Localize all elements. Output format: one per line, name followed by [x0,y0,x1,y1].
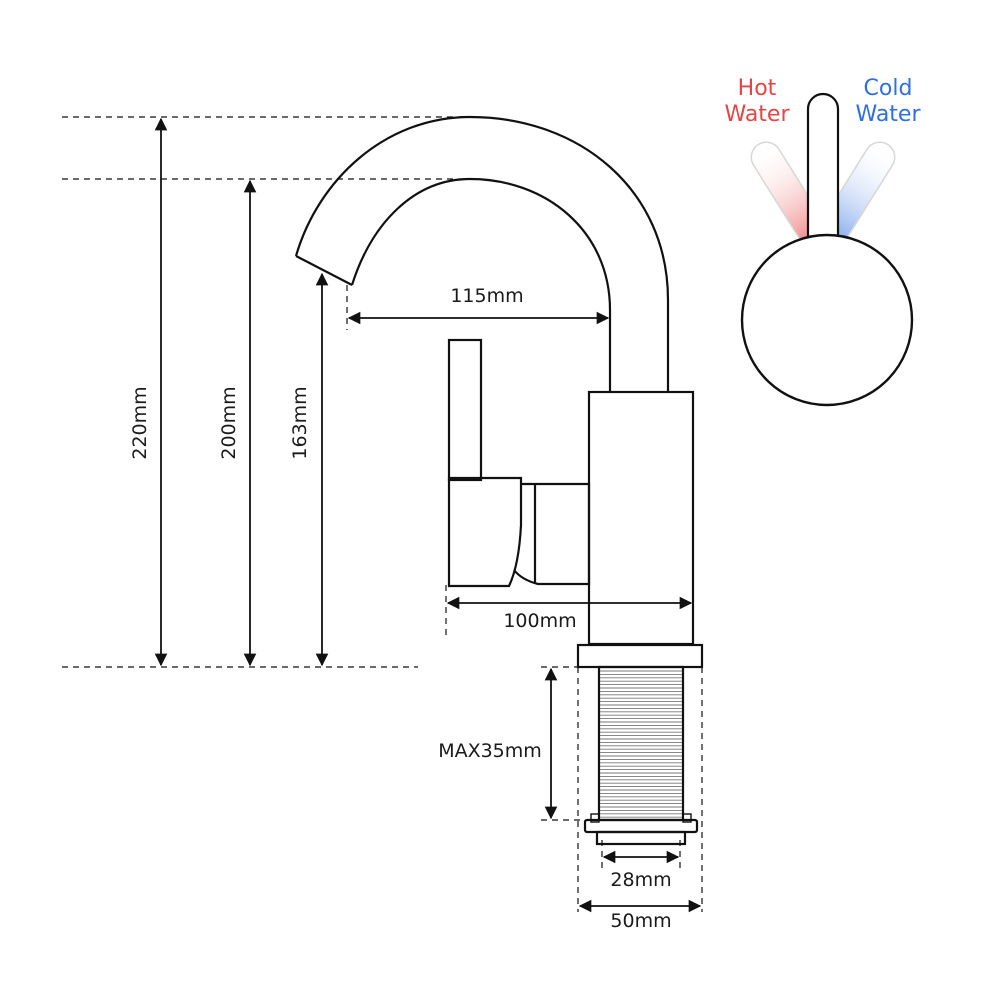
cold-label-line1: Cold [864,76,913,101]
horizontal-dimensions: 115mm 100mm 28mm 50mm [347,285,702,932]
handle-knob [740,233,914,407]
thread-diameter-label: 28mm [610,869,671,891]
vertical-dimensions: 220mm 200mm 163mm MAX35mm [129,117,558,820]
spout-reach-label: 115mm [450,285,523,307]
base-diameter-label: 50mm [610,910,671,932]
base-depth-label: 100mm [503,610,576,632]
handle-lever [447,338,483,482]
max-deck-thickness-label: MAX35mm [438,740,542,762]
spout-outer-curve [294,115,670,392]
hot-label-line1: Hot [738,76,777,101]
spout-top-height-label: 200mm [218,386,240,459]
spout-inner-curve [350,177,612,392]
faucet-outline [294,115,704,846]
base-collar [576,643,704,669]
spout-outlet-height-label: 163mm [289,386,311,459]
handle-cap [447,476,523,588]
total-height-label: 220mm [129,386,151,459]
extension-lines [62,116,703,912]
lever-direction-inset: Hot Water Cold Water [724,76,921,407]
cartridge-housing [513,482,591,586]
shank-threads [600,670,682,818]
washer-right-tab [682,813,692,823]
mounting-washer [583,818,699,834]
center-lever [806,92,840,256]
cold-label-line2: Water [855,102,921,127]
mounting-nut [595,830,687,846]
hot-label-line2: Water [724,102,790,127]
washer-left-tab [590,813,600,823]
spout-outlet [295,255,353,286]
faucet-body [587,390,695,646]
